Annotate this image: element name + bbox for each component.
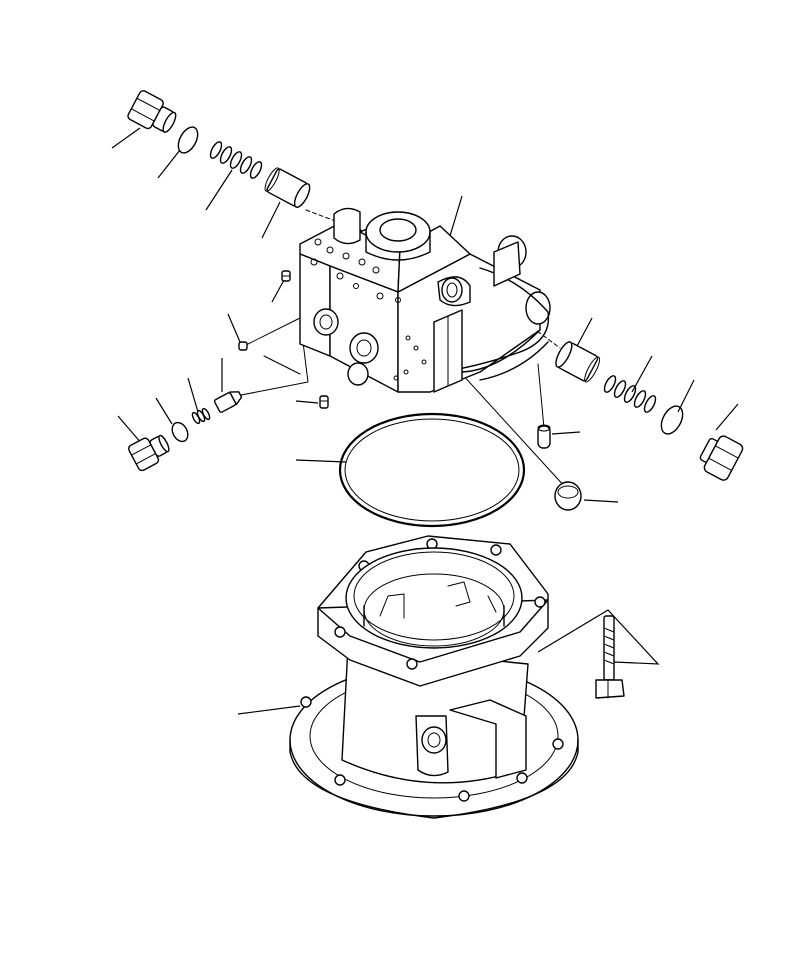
sleeve-icon: [555, 341, 601, 383]
leader-plug-lower-left: [117, 415, 143, 445]
leader-valve-body: [449, 195, 463, 237]
leader-dowel-pin: [551, 431, 581, 435]
sleeve-icon: [264, 167, 311, 208]
spring-icon: [209, 141, 263, 179]
leader-spring-upper-left: [205, 169, 233, 211]
hex-plug-icon: [127, 90, 177, 133]
housing-icon: [289, 535, 579, 819]
pin-icon: [537, 424, 551, 449]
leader-plug-upper-left: [111, 127, 141, 149]
bracket-left-ports-2: [263, 355, 301, 375]
plug-icon: [238, 341, 248, 351]
hex-plug-icon: [699, 435, 744, 481]
bushing-icon: [554, 481, 582, 511]
spring-icon: [191, 407, 211, 425]
leader-large-o-ring: [295, 459, 347, 463]
leader-plug-right: [715, 403, 739, 431]
leader-bolt-split: [537, 609, 660, 665]
bracket-left-ports: [235, 317, 309, 397]
leader-spring-right: [631, 355, 653, 393]
spring-icon: [603, 375, 657, 413]
leader-sleeve-upper-left: [261, 201, 281, 239]
leader-bushing: [583, 499, 619, 503]
leader-housing: [237, 705, 301, 715]
o-ring-icon: [177, 126, 199, 154]
o-ring-icon: [338, 412, 526, 528]
plug-icon: [281, 270, 291, 282]
leader-sleeve-right: [575, 317, 593, 349]
leader-plug-small-low: [295, 400, 319, 404]
leader-spring-left: [187, 377, 199, 413]
assembly-axis-pin: [537, 363, 545, 429]
bolt-icon: [595, 615, 625, 699]
leader-plug-small-top: [271, 279, 285, 303]
poppet-icon: [213, 391, 243, 413]
valve-block-icon: [299, 207, 551, 393]
leader-plug-small-mid: [227, 313, 241, 343]
hex-plug-icon: [128, 434, 170, 472]
assembly-axis-left: [305, 209, 339, 223]
plug-icon: [319, 395, 329, 409]
leader-o-ring-left: [155, 397, 173, 425]
leader-o-ring-right: [677, 379, 695, 413]
o-ring-icon: [660, 405, 684, 435]
leader-o-ring-upper-left: [157, 149, 181, 179]
o-ring-icon: [171, 421, 189, 443]
